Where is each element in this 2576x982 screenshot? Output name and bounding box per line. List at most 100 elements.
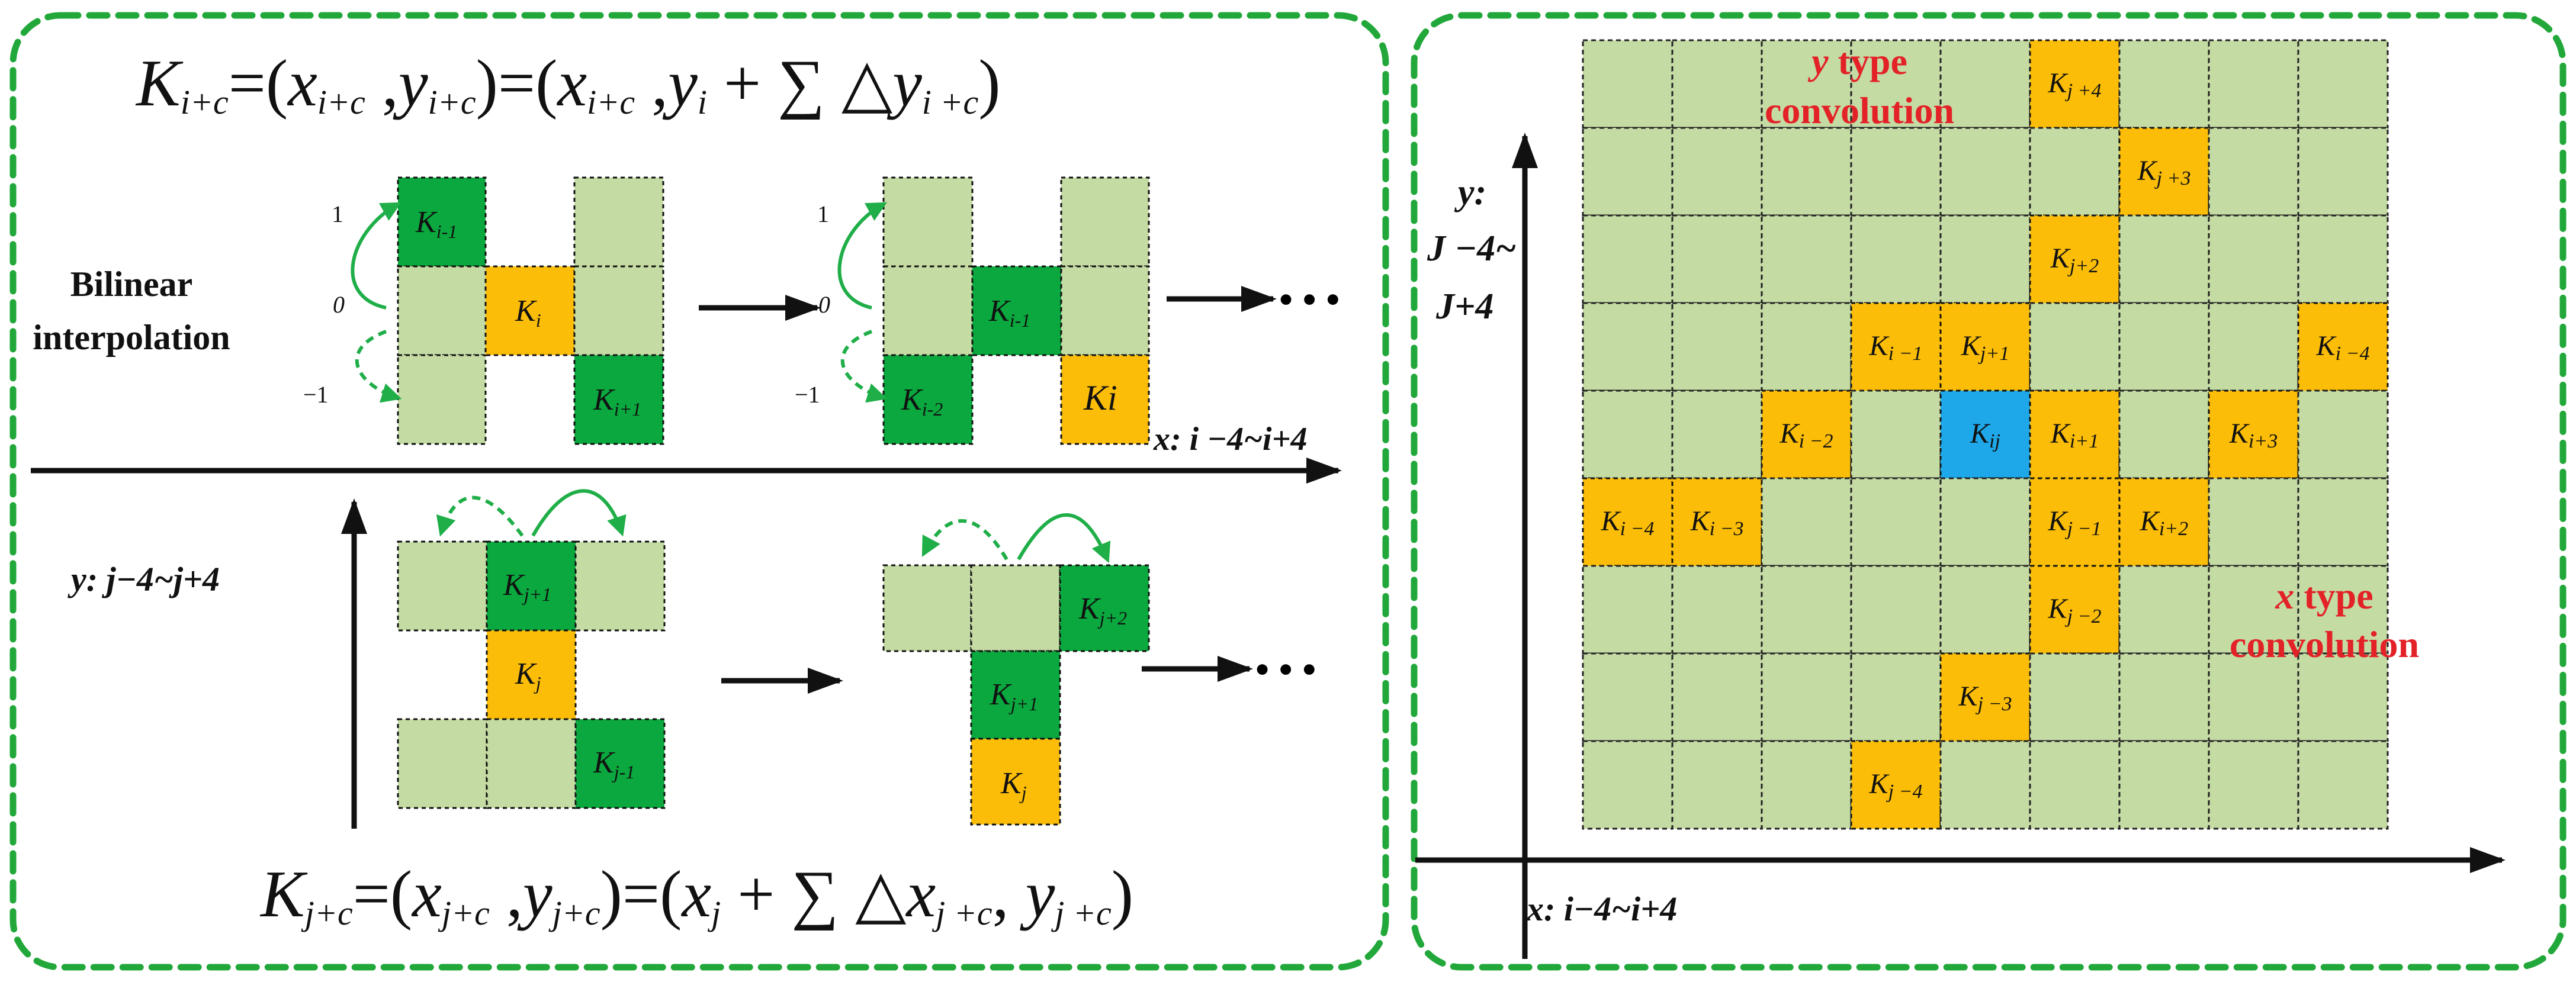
x-type-label: x type: [2275, 575, 2373, 617]
grid-cell: [2208, 214, 2299, 304]
label-k-i-plus-1: Ki+1: [593, 383, 641, 420]
grid-cell-label: Ki −3: [1690, 506, 1744, 540]
label-k-j-plus-2: Kj+2: [1078, 592, 1127, 629]
grid-cell: [1761, 127, 1852, 217]
grid-cell-label: Kij: [1970, 418, 2000, 452]
grid-cell: [1671, 389, 1763, 479]
grid-cell-highlighted: [1850, 740, 1942, 830]
bottom-group-b: Kj+2 Kj+1 Kj: [882, 513, 1150, 826]
grid-cell: [1582, 39, 1674, 129]
grid-cell: [1850, 389, 1942, 479]
left-y-axis-label: y: j−4~j+4: [68, 560, 220, 598]
grid-cell: [1761, 652, 1852, 742]
cell-k-i-minus-1: [397, 176, 487, 268]
grid-cell: [1761, 565, 1852, 655]
cell-k-i-plus-1: [573, 354, 664, 445]
cell-empty: [573, 265, 664, 356]
grid-cell: [2208, 302, 2299, 392]
cell-empty: [574, 540, 666, 632]
cell-k-j-plus-1-shifted: [970, 650, 1061, 740]
bilinear-label-line2: interpolation: [33, 318, 230, 357]
cell-empty: [397, 265, 487, 356]
grid-cell: [1582, 740, 1674, 830]
grid-cell: [2297, 127, 2389, 217]
grid-cell-label: Kj+1: [1961, 330, 2009, 365]
tick-minus-1: −1: [303, 381, 329, 408]
grid-cell: [1850, 214, 1942, 304]
grid-cell-highlighted: [2297, 302, 2389, 392]
curve-left-dashed: [921, 519, 1008, 561]
grid-cell-label: Ki −4: [1601, 506, 1655, 540]
grid-cell: [1671, 740, 1763, 830]
label-k-i-minus-1: Ki-1: [415, 205, 457, 242]
grid-cell: [2029, 740, 2121, 830]
curve-down-dashed: [840, 330, 888, 403]
curve-right-solid: [531, 489, 627, 537]
grid-cell-label: Ki −1: [1869, 330, 1923, 365]
grid-cell-label: Kj −3: [1958, 681, 2012, 715]
grid-cell-label: Ki+3: [2229, 418, 2278, 452]
tick-0: 0: [333, 291, 345, 318]
grid-cell: [2118, 740, 2210, 830]
grid-cell: [1582, 652, 1674, 742]
grid-cell: [1671, 565, 1763, 655]
grid-cell: [1582, 389, 1674, 479]
grid-cell: [1850, 652, 1942, 742]
grid-cell-label: Ki −4: [2316, 330, 2370, 365]
label-k-j-minus-1: Kj-1: [593, 746, 635, 783]
grid-cell: [1761, 214, 1852, 304]
grid-cell: [1939, 477, 2031, 567]
grid-cell-label: Ki+1: [2050, 418, 2099, 452]
grid-cell: [2297, 477, 2389, 567]
grid-cell: [2118, 302, 2210, 392]
grid-cell-label: Kj +4: [2048, 67, 2102, 102]
grid-cell-highlighted: [2118, 127, 2210, 217]
label-k-j-plus-1: Kj+1: [503, 568, 551, 605]
cell-k-j-plus-1: [486, 540, 577, 632]
grid-cell: [2118, 39, 2210, 129]
right-y-axis-label-line2: J −4~: [1427, 228, 1516, 269]
grid-cell: [2297, 214, 2389, 304]
grid-cell-highlighted: [2029, 39, 2121, 129]
grid-cell: [1761, 477, 1852, 567]
top-group-a: Ki-1 Ki Ki+1 1 0 −1: [303, 176, 664, 445]
bottom-group-a: Kj+1 Kj Kj-1: [397, 489, 666, 809]
grid-cell-label: Ki −2: [1780, 418, 1833, 452]
grid-cell: [2297, 740, 2389, 830]
y-type-label: y type: [1807, 40, 1907, 82]
grid-cell-label: Kj +3: [2137, 155, 2191, 189]
grid-cell-highlighted: [2029, 477, 2121, 567]
grid-cell: [1671, 652, 1763, 742]
grid-cell: [1761, 302, 1852, 392]
grid-cell: [1939, 565, 2031, 655]
grid-cell: [1939, 740, 2031, 830]
formula-top: Ki+c=(xi+c ,yi+c)=(xi+c ,yi + ∑ △yi +c): [135, 47, 1001, 121]
tick-1: 1: [332, 201, 343, 227]
cell-k-j-plus-2: [1059, 564, 1150, 652]
left-x-axis-label: x: i −4~i+4: [1153, 421, 1308, 458]
grid-cell-label: Ki+2: [2140, 506, 2188, 540]
cell-k-j-minus-1: [574, 718, 666, 809]
grid-cell: [2208, 740, 2299, 830]
grid-cell: [1939, 214, 2031, 304]
grid-cell-highlighted: [1582, 477, 1674, 567]
cell-empty: [573, 176, 664, 268]
right-x-axis-label: x: i−4~i+4: [1526, 890, 1677, 928]
grid-cell: [1850, 477, 1942, 567]
y-type-label-line2: convolution: [1765, 89, 1954, 131]
label-k-j-plus-1-shifted: Kj+1: [990, 678, 1038, 714]
grid-cell: [1939, 127, 2031, 217]
label-k-j-shifted: Kj: [1000, 767, 1027, 803]
grid-cell: [2029, 302, 2121, 392]
grid-cell: [1761, 740, 1852, 830]
right-panel-frame: [1411, 12, 2567, 971]
grid-cell: [2208, 127, 2299, 217]
bilinear-label-line1: Bilinear: [70, 265, 193, 304]
label-k-j: Kj: [515, 657, 541, 694]
curve-right-solid: [1017, 513, 1111, 564]
grid-cell: [1582, 565, 1674, 655]
cell-empty: [1060, 265, 1150, 356]
